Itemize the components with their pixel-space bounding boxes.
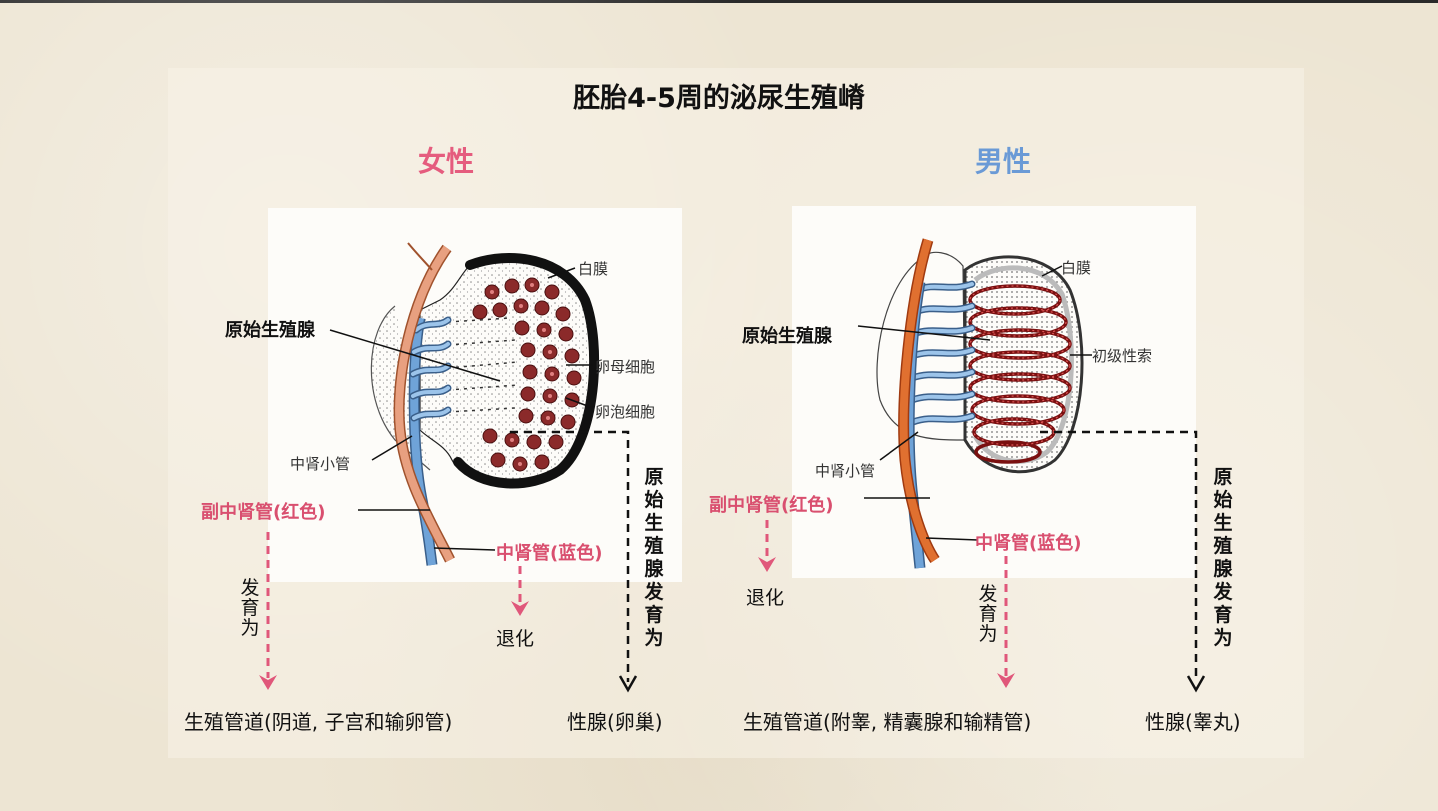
- male-label-mesonephric-duct: 中肾管(蓝色): [975, 533, 1082, 554]
- female-label-develops-into: 发育为: [240, 577, 260, 639]
- female-duct-outcome: 生殖管道(阴道, 子宫和输卵管): [184, 710, 453, 734]
- male-gonad-outcome: 性腺(睾丸): [1145, 710, 1241, 734]
- male-label-develops-into: 发育为: [978, 583, 998, 645]
- male-label-paramesonephric-duct: 副中肾管(红色): [709, 495, 834, 516]
- page-title: 胚胎4-5周的泌尿生殖嵴: [573, 83, 865, 114]
- female-label-follicular-cells: 卵泡细胞: [595, 403, 656, 421]
- female-label-mesonephric-duct: 中肾管(蓝色): [496, 543, 603, 564]
- female-label-primordial-gonad: 原始生殖腺: [225, 320, 315, 341]
- male-label-mesonephric-tubules: 中肾小管: [815, 462, 876, 480]
- male-gonad-illustration: [758, 238, 1206, 693]
- female-label-paramesonephric-duct: 副中肾管(红色): [201, 502, 326, 523]
- male-label-gonad-develops-into: 原始生殖腺发育为: [1213, 466, 1233, 649]
- female-gonad-illustration: [259, 242, 638, 693]
- female-gonad-outcome: 性腺(卵巢): [567, 710, 663, 734]
- female-label-mesonephric-tubules: 中肾小管: [290, 455, 351, 473]
- female-heading: 女性: [418, 145, 475, 178]
- female-label-gonad-develops-into: 原始生殖腺发育为: [644, 466, 664, 649]
- male-label-degenerates: 退化: [746, 587, 785, 609]
- male-label-tunica-albuginea: 白膜: [1061, 259, 1092, 277]
- top-border-line: [0, 0, 1438, 3]
- female-label-tunica-albuginea: 白膜: [578, 260, 609, 278]
- female-label-oogonia: 卵母细胞: [595, 358, 656, 376]
- male-label-primary-sex-cords: 初级性索: [1092, 347, 1153, 365]
- male-label-primordial-gonad: 原始生殖腺: [742, 326, 832, 347]
- female-label-degenerates: 退化: [496, 628, 535, 650]
- male-heading: 男性: [975, 145, 1032, 178]
- male-duct-outcome: 生殖管道(附睾, 精囊腺和输精管): [743, 710, 1032, 734]
